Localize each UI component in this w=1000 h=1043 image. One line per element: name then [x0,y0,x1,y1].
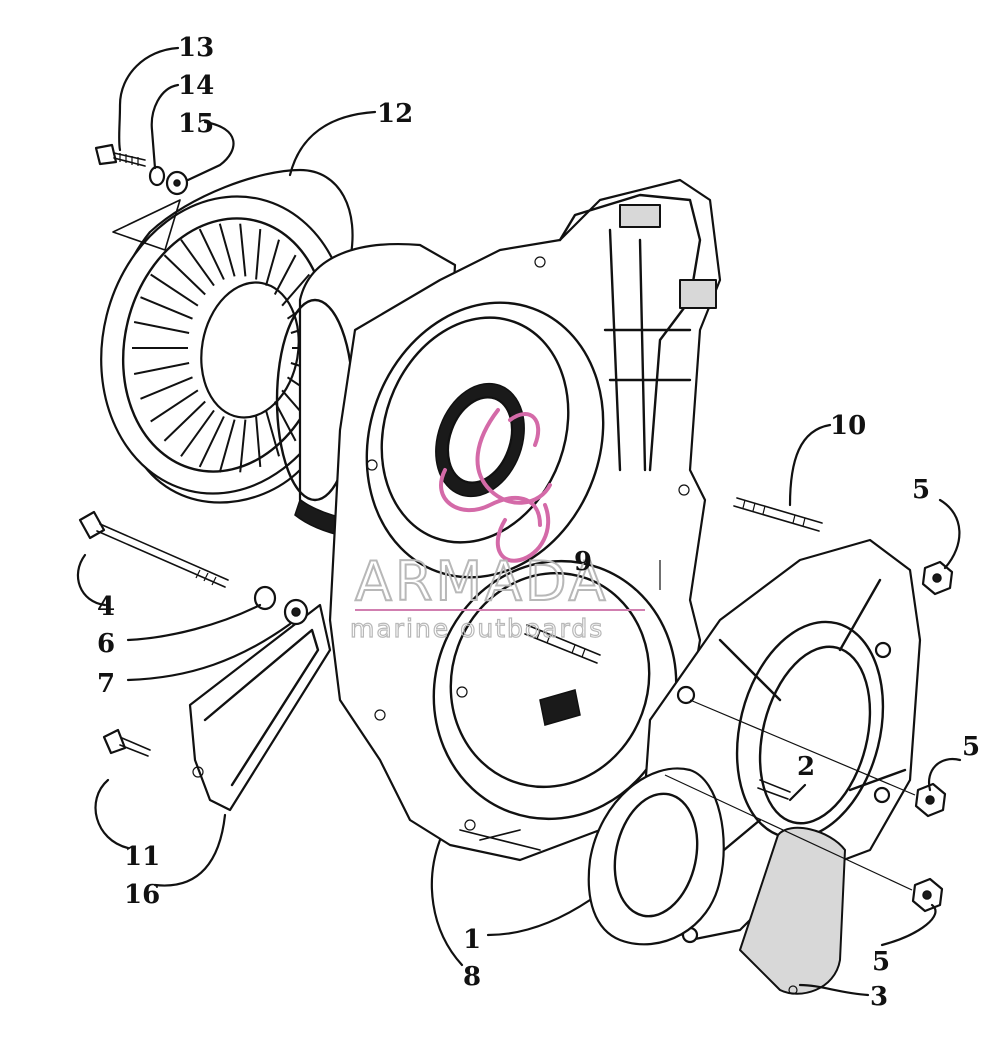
fan-fin [150,273,199,307]
callout-16: 16 [124,880,160,910]
fan-fin [239,223,247,277]
screw-11 [102,728,151,757]
callout-5-top: 5 [912,475,930,505]
assembly-lines [659,560,916,891]
fan-fin [198,228,225,280]
washer-7 [283,598,309,626]
fan-fin [265,239,280,286]
nut-5c [911,877,944,913]
callout-5-bottom: 5 [872,947,890,977]
fan-fin [218,223,236,277]
fan-fin [150,389,199,423]
stud-10 [733,497,823,532]
fan-fin [163,400,206,442]
callout-14: 14 [178,71,214,101]
callout-15: 15 [178,109,214,139]
watermark-subtitle: marine outboards [350,614,604,643]
watermark-title: ARMADA [355,550,609,613]
fan-fin [198,416,225,468]
mounting-bracket [188,603,332,812]
fan-fin [140,296,193,320]
fan-fin [180,409,215,457]
fan-fin [133,321,190,334]
callout-13: 13 [178,33,214,63]
fan-fin [255,416,262,467]
fan-fin [180,239,215,287]
callout-6: 6 [97,629,115,659]
fan-fin [133,362,190,375]
leader-lines [76,46,962,997]
long-bolt-4 [78,510,229,588]
callout-7: 7 [97,669,115,699]
bolt-13 [94,143,146,167]
fan-fin [265,410,280,457]
nut-5a [921,560,954,596]
fan-fin [163,254,206,296]
callout-10: 10 [830,411,866,441]
callout-11: 11 [124,842,160,872]
small-cover [739,826,846,995]
callout-1: 1 [463,925,481,955]
callout-2: 2 [797,752,815,782]
callout-4: 4 [97,592,115,622]
washer-15 [165,170,189,196]
flywheel-fan [100,168,354,504]
cover-plate [587,538,922,946]
stud-9 [524,624,601,664]
callout-3: 3 [870,982,888,1012]
nut-5b [914,782,947,818]
watermark-logo-icon [439,408,552,563]
callout-12: 12 [377,99,413,129]
fan-fin [273,254,297,295]
watermark: ARMADA marine outboards [349,408,645,644]
washer-6 [253,585,277,611]
stud-2 [757,779,791,800]
fan-fin [218,419,236,473]
fan-fin [140,376,193,400]
fan-fin [281,273,311,307]
callout-labels: 13 14 15 12 10 5 9 4 6 7 5 2 11 16 1 8 5… [97,33,980,1012]
callout-8: 8 [463,962,481,992]
lockwasher-14 [148,165,166,187]
fan-fin [239,419,247,473]
callout-9: 9 [574,547,592,577]
callout-5-middle: 5 [962,732,980,762]
fan-fin [255,229,262,280]
